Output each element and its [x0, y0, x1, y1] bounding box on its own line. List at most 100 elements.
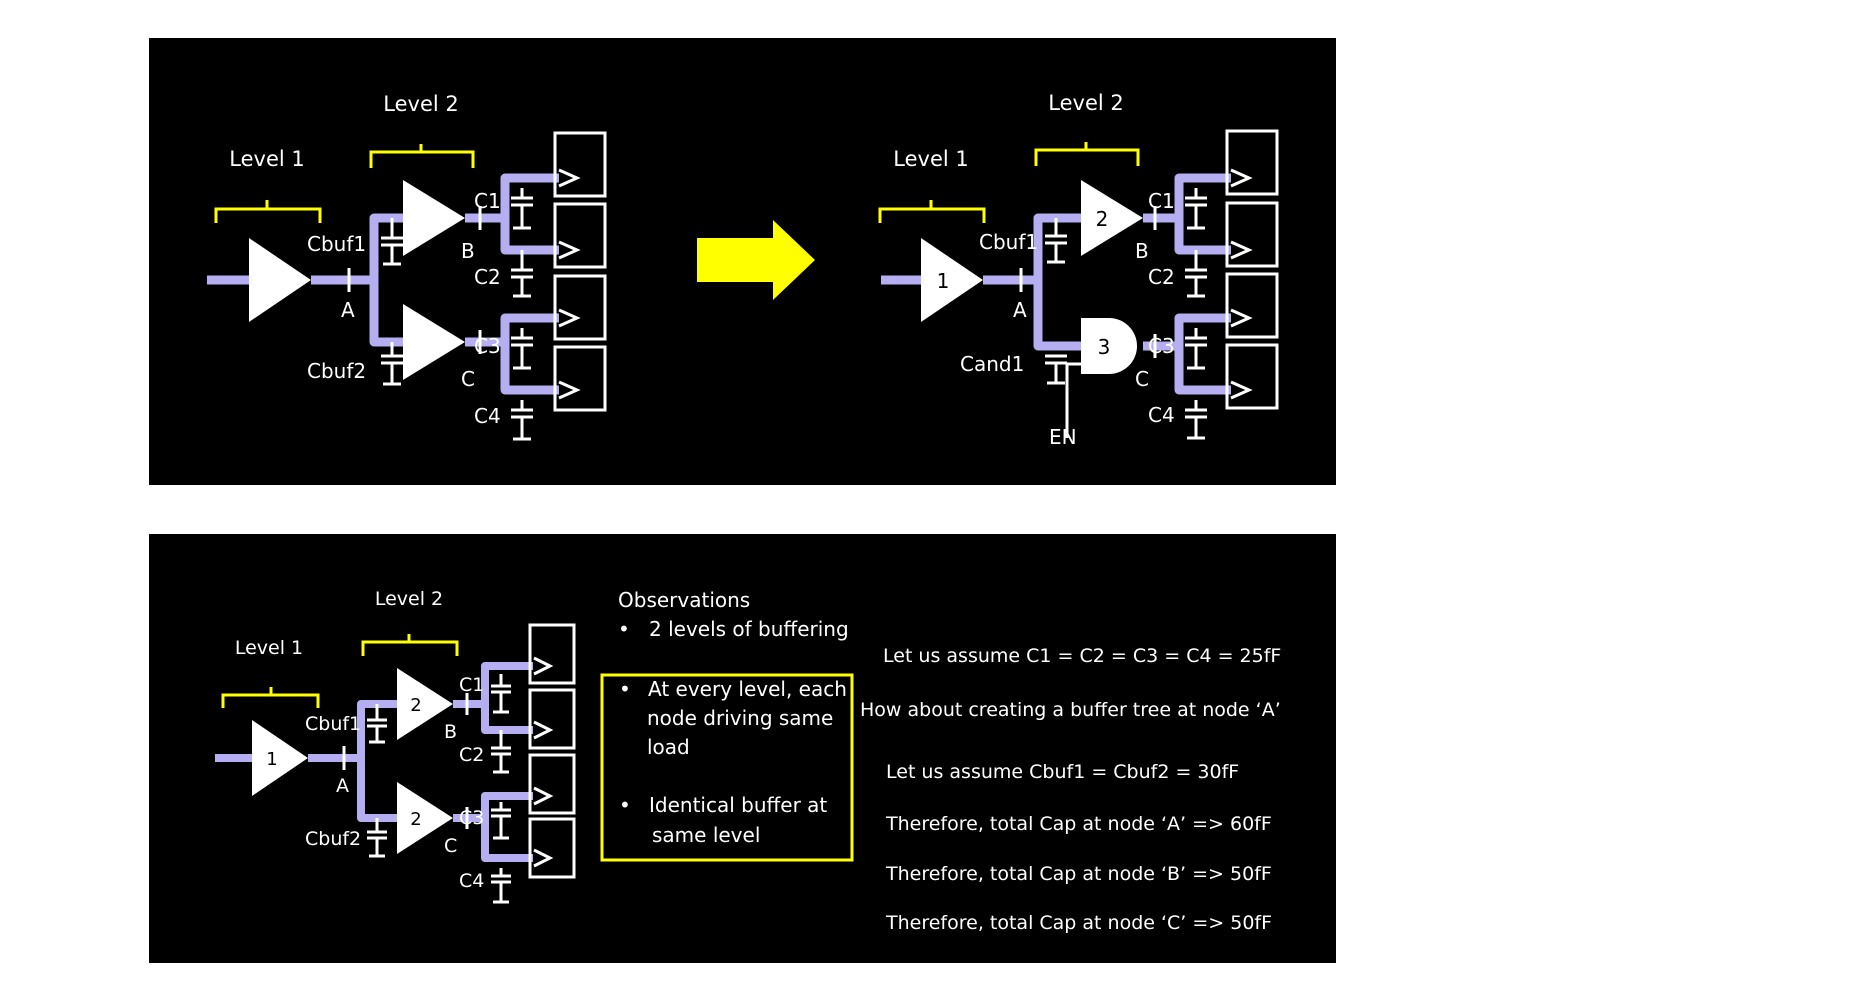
flip-flop-3 [528, 753, 576, 815]
level1-bracket [221, 687, 320, 708]
clock-pin-icon [558, 308, 581, 328]
upper-branch-wire [357, 700, 397, 758]
node-a-label: A [341, 298, 355, 322]
buffer-level2-lower [397, 782, 453, 854]
c2-label: C2 [459, 744, 484, 766]
bullet-icon: • [619, 793, 631, 817]
node-b-label: B [1135, 239, 1149, 263]
cbuf2-capacitor [367, 818, 387, 858]
top-panel: Level 1 Level 2 [149, 38, 1336, 485]
statement-5: Therefore, total Cap at node ‘B’ => 50fF [885, 863, 1272, 885]
clock-pin-icon [533, 656, 554, 676]
cbuf1-capacitor [381, 218, 403, 266]
c2-capacitor [1185, 250, 1207, 298]
buffer-level2-number: 2 [1096, 207, 1109, 231]
level2-bracket [369, 144, 475, 168]
cbuf2-label: Cbuf2 [307, 359, 366, 383]
c-to-ff4-wire [1174, 346, 1231, 395]
cbuf1-label: Cbuf1 [307, 232, 366, 256]
c4-label: C4 [1148, 403, 1175, 427]
c-to-ff3-wire [500, 313, 559, 342]
cbuf2-label: Cbuf2 [305, 828, 361, 850]
buffer-level1-number: 1 [266, 749, 277, 770]
node-a-label: A [336, 775, 349, 797]
box-bullet-2-line-2: same level [652, 823, 760, 847]
c3-label: C3 [459, 807, 484, 829]
level2-label: Level 2 [1048, 91, 1123, 115]
flip-flop-1 [553, 131, 607, 198]
node-a-label: A [1013, 298, 1027, 322]
clock-pin-icon [533, 786, 554, 806]
buffer-level1 [252, 720, 308, 796]
observations: Observations • 2 levels of buffering [618, 588, 849, 641]
top-panel-canvas: Level 1 Level 2 [207, 91, 1279, 449]
c1-label: C1 [1148, 189, 1175, 213]
flip-flop-1 [1225, 129, 1279, 196]
box-bullet-1-line-1: At every level, each [648, 677, 847, 701]
clock-pin-icon [558, 240, 581, 260]
c1-label: C1 [474, 189, 501, 213]
c1-capacitor [491, 674, 511, 714]
flip-flops [1225, 129, 1279, 410]
c3-label: C3 [474, 334, 501, 358]
bullet-icon: • [618, 617, 630, 641]
cand1-label: Cand1 [960, 352, 1024, 376]
buffer-level2-upper [403, 180, 465, 256]
statements: Let us assume C1 = C2 = C3 = C4 = 25fF H… [860, 645, 1281, 934]
statement-4: Therefore, total Cap at node ‘A’ => 60fF [885, 813, 1272, 835]
bottom-panel: Level 1 Level 2 1 2 2 [149, 534, 1336, 963]
c3-capacitor [511, 328, 533, 370]
box-bullet-1-line-3: load [647, 735, 690, 759]
box-bullet-1-line-2: node driving same [647, 706, 833, 730]
c1-capacitor [511, 188, 533, 230]
c4-capacitor [511, 400, 533, 441]
level1-bracket [878, 200, 986, 223]
lower-branch-wire [357, 758, 397, 822]
wires [207, 173, 559, 395]
highlight-box [600, 673, 854, 862]
buffer-level1 [921, 238, 983, 322]
c-to-ff4-wire [500, 342, 559, 395]
cand1-capacitor [1045, 354, 1067, 385]
buffer-level2-upper-number: 2 [410, 695, 421, 716]
observations-title: Observations [618, 588, 750, 612]
flip-flop-2 [1225, 201, 1279, 268]
c1-label: C1 [459, 674, 484, 696]
observation-bullet-1: 2 levels of buffering [649, 617, 849, 641]
c-to-ff3-wire [481, 792, 533, 818]
flip-flops [553, 131, 607, 412]
level2-bracket [361, 634, 459, 656]
buffer-tree-diagram: Level 1 Level 2 1 2 2 [215, 588, 576, 904]
b-to-ff2-wire [481, 704, 533, 734]
cbuf1-label: Cbuf1 [305, 713, 361, 735]
highlight-box-content: • At every level, each node driving same… [619, 677, 847, 847]
statement-2: How about creating a buffer tree at node… [860, 699, 1281, 721]
level1-label: Level 1 [229, 147, 304, 171]
c3-capacitor [1185, 328, 1207, 370]
b-to-ff1-wire [481, 662, 533, 704]
node-b-label: B [461, 239, 475, 263]
bottom-panel-canvas: Level 1 Level 2 1 2 2 [215, 588, 1281, 934]
b-to-ff1-wire [500, 173, 559, 218]
clock-pin-icon [558, 380, 581, 400]
cbuf1-capacitor [1045, 218, 1067, 264]
lower-branch-wire [369, 280, 403, 347]
level1-label: Level 1 [235, 637, 303, 659]
lower-branch-wire [1033, 280, 1081, 351]
flip-flop-2 [553, 202, 607, 269]
transform-arrow-icon [697, 220, 815, 300]
buffer-level1 [249, 238, 311, 322]
clock-pin-icon [1230, 308, 1253, 328]
c1-capacitor [1185, 188, 1207, 230]
clock-pin-icon [558, 168, 581, 188]
capacitors [367, 674, 511, 904]
flip-flops [528, 623, 576, 879]
cbuf2-capacitor [381, 342, 403, 386]
level2-label: Level 2 [383, 92, 458, 116]
flip-flop-1 [528, 623, 576, 685]
buffer-level2 [1081, 180, 1143, 256]
statement-3: Let us assume Cbuf1 = Cbuf2 = 30fF [886, 761, 1239, 783]
clock-pin-icon [533, 720, 554, 740]
c4-capacitor [491, 868, 511, 904]
b-to-ff1-wire [1174, 173, 1231, 218]
